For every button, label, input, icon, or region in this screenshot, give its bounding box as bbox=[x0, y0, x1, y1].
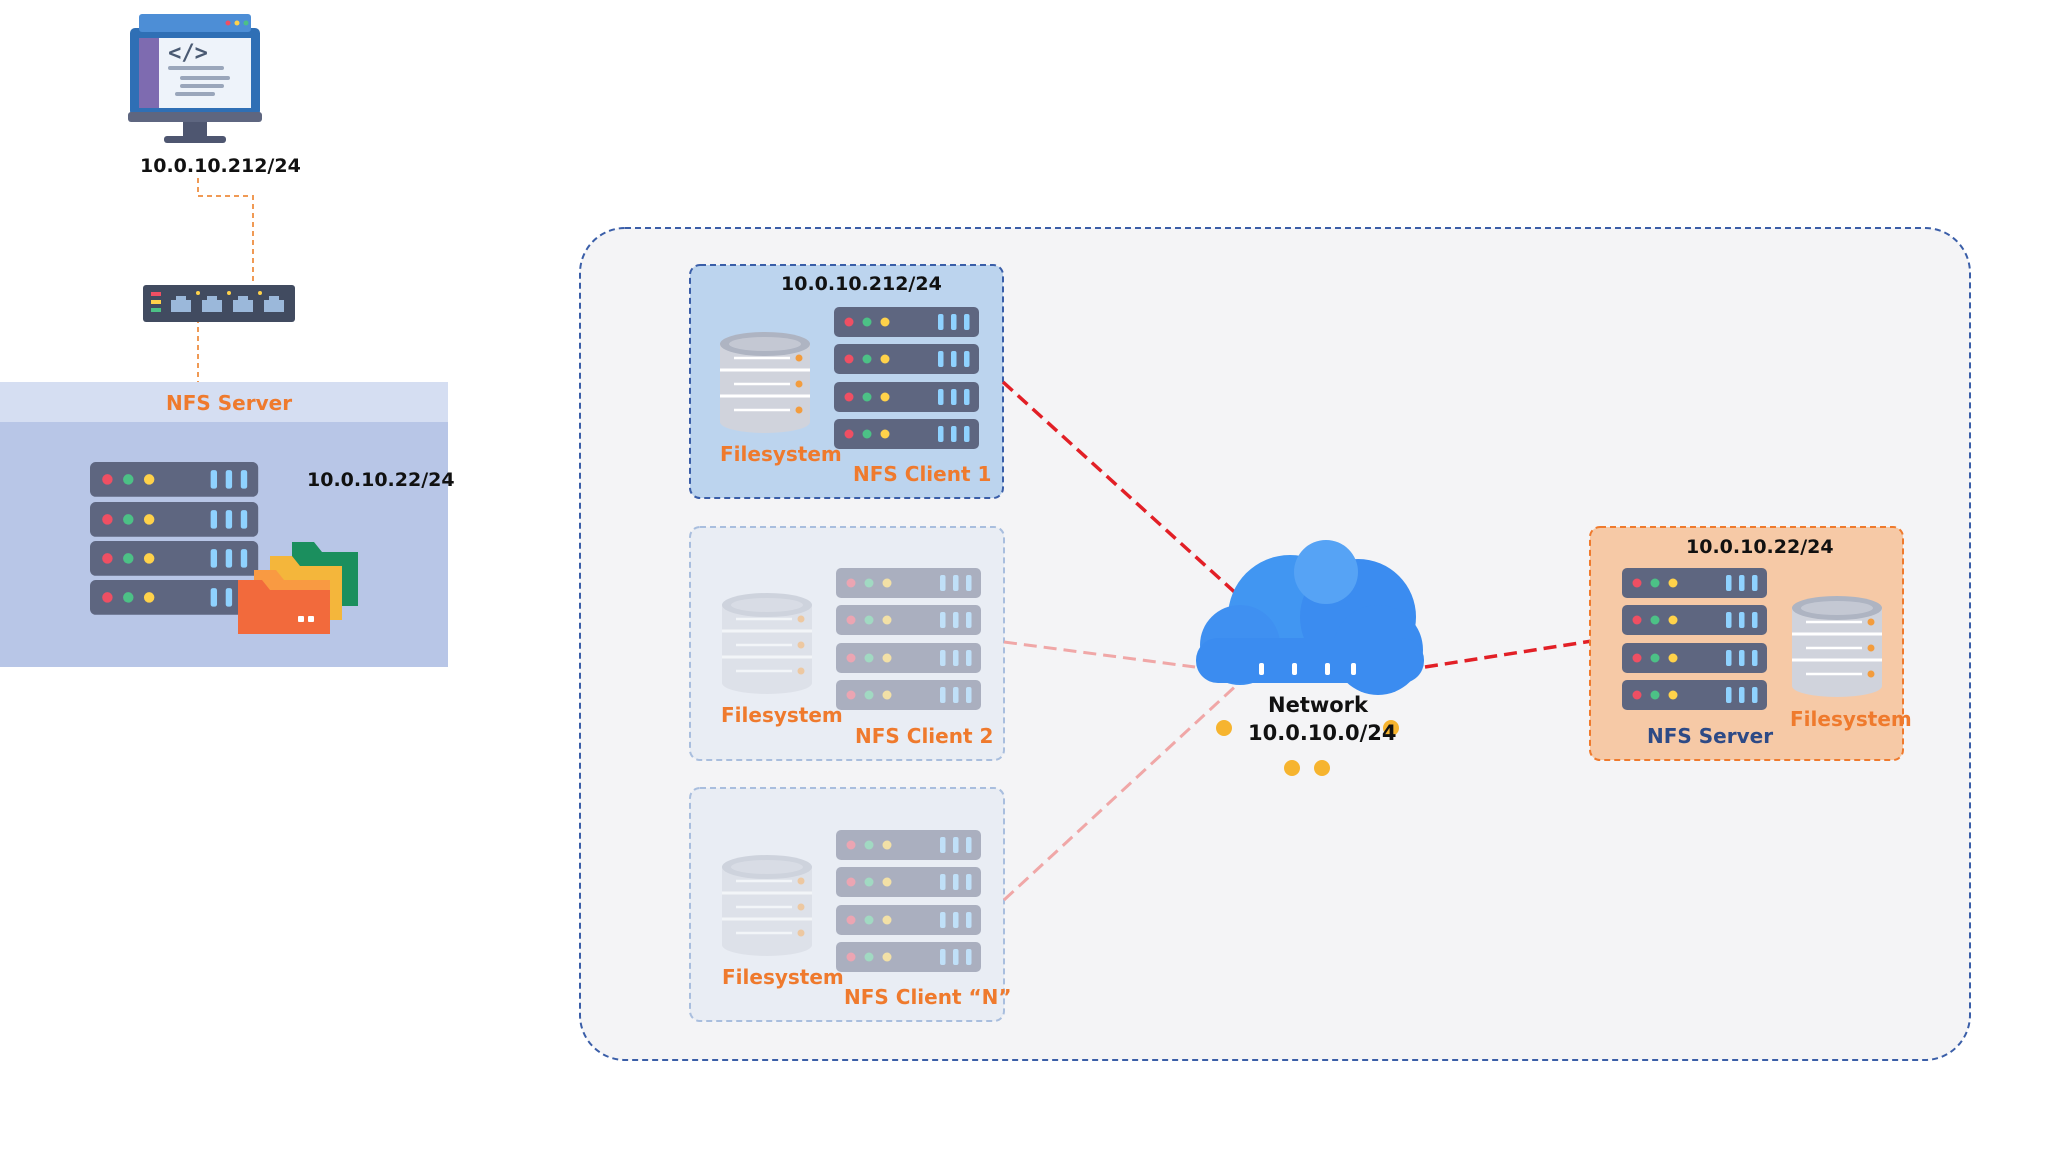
client-1-network-link bbox=[1001, 380, 1242, 599]
workstation-switch-link bbox=[197, 178, 254, 285]
cloud-icon bbox=[1196, 540, 1424, 776]
client-2-network-link bbox=[1003, 640, 1196, 669]
network-switch-icon bbox=[143, 285, 295, 322]
database-cylinder-icon bbox=[720, 853, 814, 958]
client-n-network-link bbox=[1002, 680, 1242, 902]
nfs-server-ip: 10.0.10.22/24 bbox=[307, 469, 455, 491]
client-1-ip: 10.0.10.212/24 bbox=[781, 273, 942, 295]
network-server-link bbox=[1424, 639, 1593, 669]
nfs-server-title: NFS Server bbox=[166, 391, 293, 415]
svg-text:</>: </> bbox=[168, 41, 208, 66]
network-cidr: 10.0.10.0/24 bbox=[1248, 721, 1397, 745]
client-2-name: NFS Client 2 bbox=[855, 724, 994, 748]
database-cylinder-icon bbox=[1790, 594, 1884, 699]
database-cylinder-icon bbox=[718, 330, 812, 435]
desktop-monitor-icon: </> bbox=[128, 14, 262, 143]
client-n-filesystem-label: Filesystem bbox=[722, 965, 844, 989]
nfs-server-box-name: NFS Server bbox=[1647, 724, 1774, 748]
client-1-name: NFS Client 1 bbox=[853, 462, 992, 486]
folder-stack-icon bbox=[238, 542, 358, 634]
client-2-filesystem-label: Filesystem bbox=[721, 703, 843, 727]
nfs-server-box-filesystem-label: Filesystem bbox=[1790, 707, 1912, 731]
database-cylinder-icon bbox=[720, 591, 814, 696]
nfs-server-panel-header bbox=[0, 382, 448, 422]
workstation-ip: 10.0.10.212/24 bbox=[140, 155, 301, 177]
client-n-name: NFS Client “N” bbox=[844, 985, 1012, 1009]
network-label: Network bbox=[1268, 693, 1369, 717]
client-1-filesystem-label: Filesystem bbox=[720, 442, 842, 466]
nfs-server-box-ip: 10.0.10.22/24 bbox=[1686, 536, 1834, 558]
